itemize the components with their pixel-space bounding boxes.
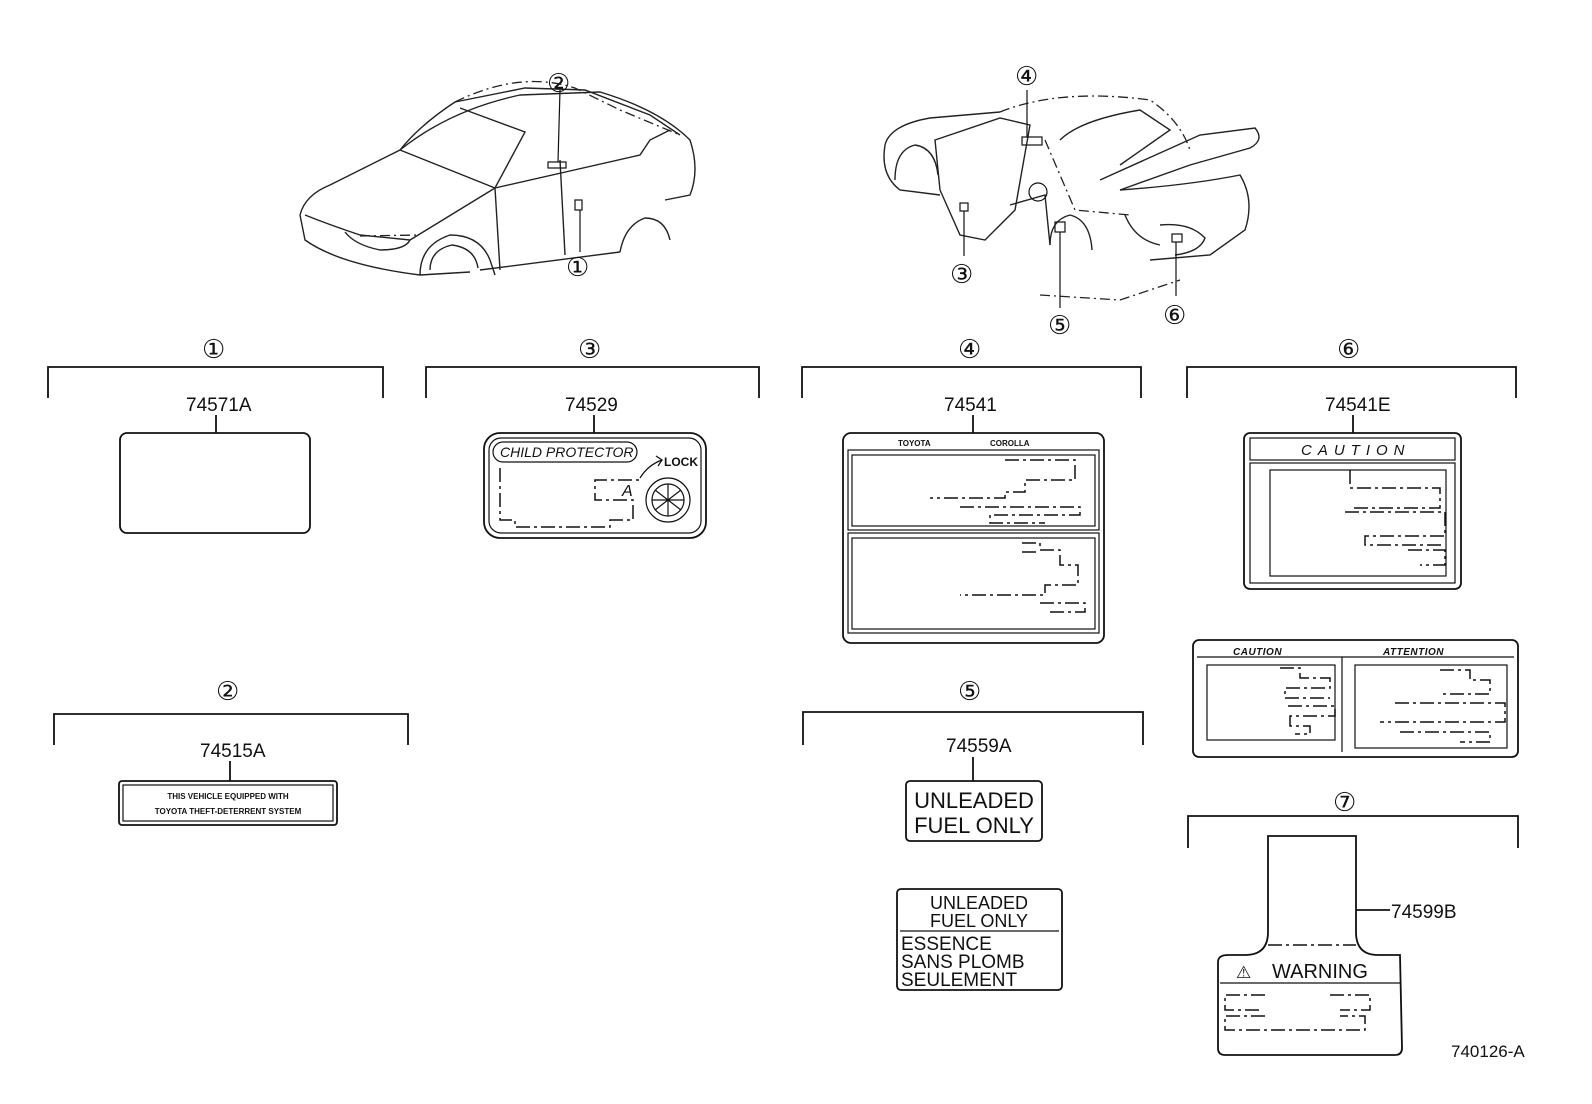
- section-4-callout: ④: [958, 334, 981, 364]
- label-marker-4: [1021, 136, 1043, 146]
- theft-line-1: THIS VEHICLE EQUIPPED WITH: [167, 792, 289, 801]
- section-5-callout: ⑤: [958, 676, 981, 706]
- part-number-74529: 74529: [565, 395, 618, 416]
- lock-knob-icon: [645, 477, 691, 523]
- section-7-callout: ⑦: [1333, 787, 1356, 817]
- unleaded-fuel-label: UNLEADED FUEL ONLY: [905, 780, 1043, 842]
- warning-icon: ⚠: [1236, 963, 1251, 982]
- label-marker-6: [1171, 233, 1183, 243]
- caution-label: CAUTION: [1243, 432, 1462, 590]
- warning-tag-label: ⚠ WARNING: [1217, 835, 1403, 1056]
- part-number-74541E: 74541E: [1325, 395, 1391, 416]
- toyota-text: TOYOTA: [898, 439, 931, 448]
- fuel2-line-2: FUEL ONLY: [930, 911, 1028, 931]
- section-2: ② 74515A THIS VEHICLE EQUIPPED WITH TOYO…: [53, 676, 409, 826]
- part-number-74571A: 74571A: [186, 395, 252, 416]
- label-blank-74571A: [119, 432, 311, 534]
- label-marker-3: [959, 202, 969, 212]
- part-number-74599B: 74599B: [1391, 902, 1457, 923]
- warning-text: WARNING: [1272, 961, 1368, 983]
- essence-text: ESSENCE: [901, 934, 992, 955]
- lock-text: LOCK: [664, 455, 698, 469]
- label-marker-2: [547, 161, 567, 169]
- caution-small-text: CAUTION: [1233, 647, 1282, 658]
- child-protector-text: CHILD PROTECTOR: [500, 444, 634, 460]
- car-front-view: ② ①: [299, 68, 696, 282]
- section-2-callout: ②: [216, 676, 239, 706]
- theft-line-2: TOYOTA THEFT-DETERRENT SYSTEM: [155, 807, 302, 816]
- section-3: ③ 74529 CHILD PROTECTOR LOCK A: [425, 334, 760, 539]
- caution-text: CAUTION: [1301, 442, 1411, 459]
- corolla-text: COROLLA: [990, 439, 1030, 448]
- section-1: ① 74571A: [47, 334, 384, 534]
- child-protector-label: CHILD PROTECTOR LOCK A: [483, 432, 707, 539]
- fuel-line-2: FUEL ONLY: [914, 813, 1034, 838]
- section-3-callout: ③: [578, 334, 601, 364]
- lock-position-marker: A: [621, 483, 633, 500]
- tire-info-label: TOYOTA COROLLA: [842, 432, 1105, 644]
- section-5: ⑤ 74559A UNLEADED FUEL ONLY UNLEADED FUE…: [802, 676, 1144, 991]
- callout-1-car: ①: [566, 252, 589, 282]
- part-number-74559A: 74559A: [946, 736, 1012, 757]
- fuel2-line-1: UNLEADED: [930, 893, 1028, 913]
- callout-2-car: ②: [547, 68, 570, 98]
- callout-5-car: ⑤: [1048, 310, 1071, 340]
- attention-text: ATTENTION: [1382, 647, 1444, 658]
- part-number-74515A: 74515A: [200, 741, 266, 762]
- part-number-74541: 74541: [944, 395, 997, 416]
- callout-3-car: ③: [950, 259, 973, 289]
- section-4: ④ 74541 TOYOTA COROLLA: [801, 334, 1142, 644]
- theft-deterrent-label: THIS VEHICLE EQUIPPED WITH TOYOTA THEFT-…: [118, 780, 338, 826]
- callout-4-car: ④: [1015, 61, 1038, 91]
- unleaded-essence-label: UNLEADED FUEL ONLY ESSENCE SANS PLOMB SE…: [896, 888, 1063, 991]
- section-7: ⑦ ⚠ WARNING 74599B: [1187, 787, 1519, 1056]
- section-6-callout: ⑥: [1337, 334, 1360, 364]
- caution-attention-label: CAUTION ATTENTION: [1192, 639, 1519, 758]
- sans-plomb-text: SANS PLOMB: [901, 952, 1025, 973]
- figure-id: 740126-A: [1451, 1042, 1525, 1061]
- fuel-line-1: UNLEADED: [914, 788, 1034, 813]
- car-rear-view: ④ ③ ⑤ ⑥: [883, 61, 1260, 340]
- section-1-callout: ①: [202, 334, 225, 364]
- callout-6-car: ⑥: [1163, 300, 1186, 330]
- label-marker-1: [574, 199, 583, 211]
- label-marker-7: [1028, 182, 1048, 202]
- section-6: ⑥ 74541E CAUTION CAUTION ATTENTION: [1186, 334, 1519, 758]
- seulement-text: SEULEMENT: [901, 970, 1018, 991]
